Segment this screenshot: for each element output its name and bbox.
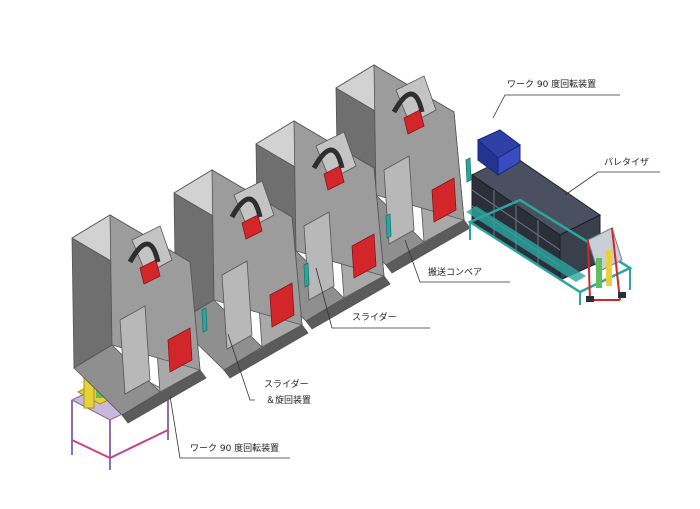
label-top-work-rotator: ワーク 90 度回転装置 — [507, 80, 597, 90]
label-slider-and-turn-line2: ＆旋回装置 — [266, 396, 312, 406]
palletizer — [466, 129, 633, 305]
label-slider-and-turn-line1: スライダー — [264, 380, 309, 390]
machining-center-1 — [71, 214, 208, 424]
machining-center-2 — [173, 169, 310, 379]
label-slider: スライダー — [352, 313, 397, 323]
label-bottom-work-rotator: ワーク 90 度回転装置 — [190, 444, 280, 454]
label-conveyor: 搬送コンベア — [428, 268, 483, 278]
label-palletizer: パレタイザ — [604, 158, 650, 168]
leader-lines — [169, 94, 660, 459]
